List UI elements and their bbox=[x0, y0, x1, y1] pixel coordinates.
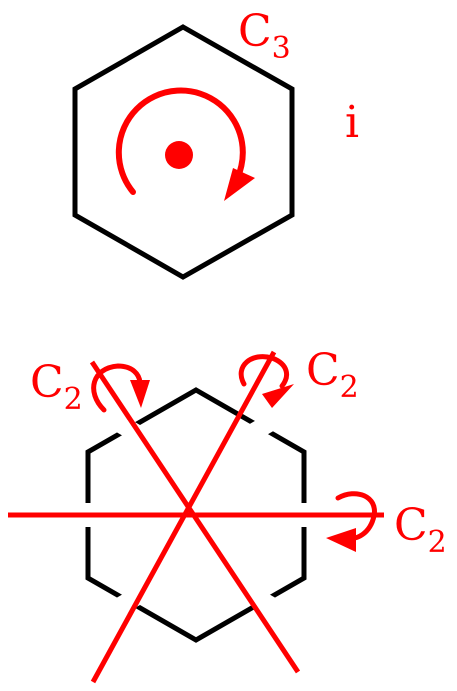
bottom-hexagon bbox=[85, 387, 307, 643]
c2-left-rotation-arrow bbox=[91, 363, 143, 413]
c3-label: C3 bbox=[238, 6, 291, 66]
c2-horizontal-label: C2 bbox=[394, 500, 447, 560]
c3-arrowhead bbox=[224, 168, 255, 201]
inversion-label: i bbox=[345, 97, 359, 148]
c2-right-label: C2 bbox=[306, 345, 359, 405]
c3-rotation-arrow bbox=[115, 87, 246, 195]
top-hexagon-group: C3 i bbox=[72, 6, 359, 280]
c2-horizontal-arrowhead bbox=[326, 528, 356, 552]
top-hexagon bbox=[72, 24, 295, 280]
bottom-hexagon-group: C2 C2 C2 bbox=[8, 345, 447, 684]
inversion-center-dot bbox=[165, 141, 193, 169]
c2-left-arrowhead bbox=[130, 380, 150, 408]
c2-left-label: C2 bbox=[30, 357, 83, 417]
c2-right-rotation-arrow bbox=[238, 354, 290, 389]
c2-horizontal-rotation-arrow bbox=[335, 491, 377, 541]
c2-right-arrowhead bbox=[262, 384, 294, 408]
